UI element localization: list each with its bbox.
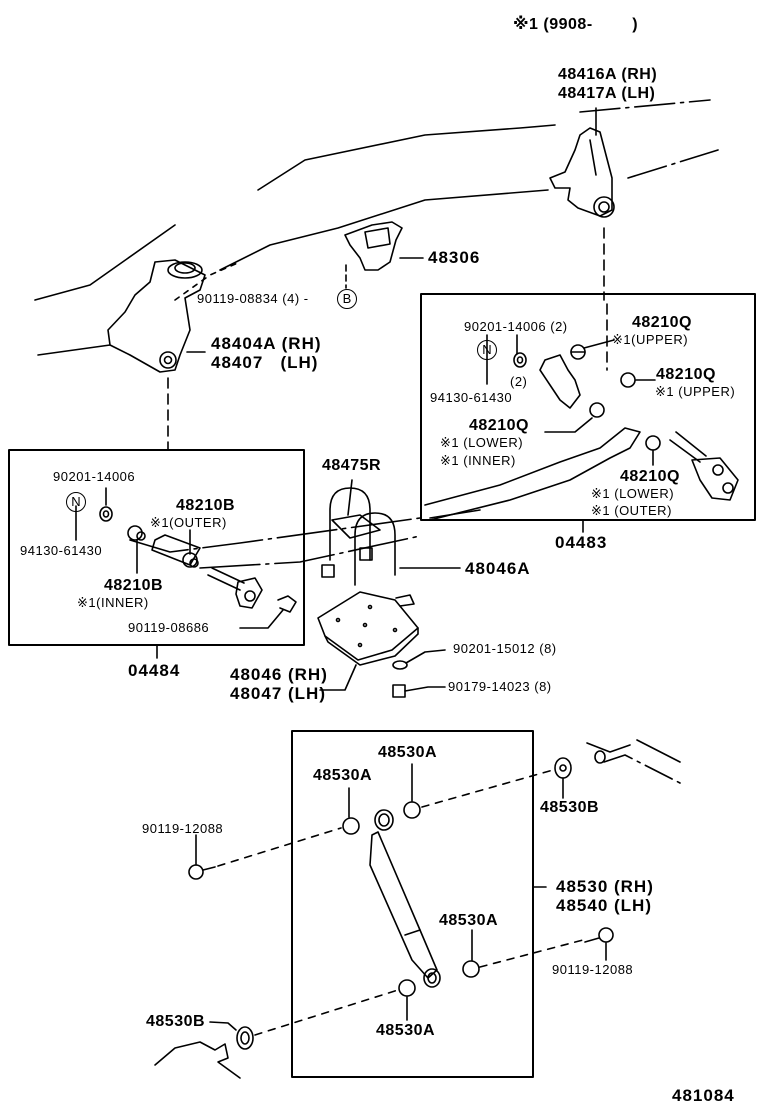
label-bumper: 48306 [428, 248, 481, 267]
u-bolt-assembly [321, 479, 461, 586]
label-front-bracket-rh: 48404A (RH) [211, 334, 322, 353]
figure-number: 481084 [672, 1086, 735, 1105]
label-shock-bush-top-left: 48530A [313, 767, 373, 784]
spring-seat-plate [317, 591, 446, 698]
shock-bushings [188, 757, 614, 1050]
label-bolt-b: 90119-08834 (4) - [197, 291, 309, 306]
label-shock-washer-bottom: 48530B [146, 1013, 206, 1030]
label-hanger-rh: 48416A (RH) [558, 66, 658, 83]
footnote: ※1 (9908- ) [513, 16, 639, 33]
dashed-axes [217, 769, 584, 1036]
label-u-bolt-seat: 48475R [322, 457, 382, 474]
label-bush-lower-outer-note1: ※1 (LOWER) [591, 486, 675, 501]
label-upper-washer: 90201-14006 (2) [464, 319, 568, 334]
label-bush-upper-2-note: ※1 (UPPER) [655, 384, 736, 399]
label-front-bracket-lh: 48407 (LH) [211, 353, 319, 372]
kit-box-04483 [420, 293, 756, 521]
label-bush-outer: 48210B [176, 497, 236, 514]
label-lower-bolt: 90119-08686 [128, 620, 210, 635]
label-bush-lower-inner: 48210Q [469, 417, 529, 434]
shock-absorber [369, 809, 441, 988]
label-u-bolt: 48046A [465, 559, 531, 578]
label-bush-upper-1-note: ※1(UPPER) [612, 332, 689, 347]
label-bush-inner-note: ※1(INNER) [77, 595, 149, 610]
label-upper-washer-qty: (2) [510, 374, 528, 389]
b-marker-icon: B [337, 289, 357, 309]
label-spring-seat-lh: 48047 (LH) [230, 684, 326, 703]
rear-spring-hanger [549, 107, 615, 301]
label-bush-lower-outer-note2: ※1 (OUTER) [591, 503, 672, 518]
leaf-spring-line [199, 535, 421, 569]
frame-rail [34, 99, 719, 356]
label-bush-lower-inner-note2: ※1 (INNER) [440, 453, 516, 468]
label-bush-lower-outer: 48210Q [620, 468, 680, 485]
label-shock-bush-bottom-right: 48530A [439, 912, 499, 929]
label-shock-bolt-left: 90119-12088 [142, 821, 224, 836]
n-marker-icon: N [66, 492, 86, 512]
label-bush-upper-2: 48210Q [656, 366, 716, 383]
label-lower-nut: 94130-61430 [20, 543, 103, 558]
front-spring-bracket [107, 259, 206, 451]
label-upper-nut: 94130-61430 [430, 390, 513, 405]
label-absorber-lh: 48540 (LH) [556, 896, 652, 915]
label-shock-bolt-right: 90119-12088 [552, 962, 634, 977]
shock-absorber-box [291, 730, 534, 1078]
label-nut-8: 90179-14023 (8) [448, 679, 552, 694]
label-hanger-lh: 48417A (LH) [558, 85, 656, 102]
label-lower-washer: 90201-14006 [53, 469, 136, 484]
label-kit-04484: 04484 [128, 661, 181, 680]
label-kit-04483: 04483 [555, 533, 608, 552]
upper-kit-parts [424, 303, 739, 521]
bumper-stopper [344, 221, 424, 289]
axle-fragments [154, 739, 681, 1079]
label-washer-8: 90201-15012 (8) [453, 641, 557, 656]
label-spring-seat-rh: 48046 (RH) [230, 665, 328, 684]
label-absorber-rh: 48530 (RH) [556, 877, 654, 896]
label-shock-bush-bottom-left: 48530A [376, 1022, 436, 1039]
label-bush-lower-inner-note1: ※1 (LOWER) [440, 435, 524, 450]
n-marker-icon: N [477, 340, 497, 360]
label-shock-washer-top: 48530B [540, 799, 600, 816]
leaf-line [174, 261, 241, 301]
lower-kit-parts [75, 487, 297, 629]
label-bush-inner: 48210B [104, 577, 164, 594]
label-bush-outer-note: ※1(OUTER) [150, 515, 227, 530]
label-bush-upper-1: 48210Q [632, 314, 692, 331]
label-shock-bush-top-right: 48530A [378, 744, 438, 761]
